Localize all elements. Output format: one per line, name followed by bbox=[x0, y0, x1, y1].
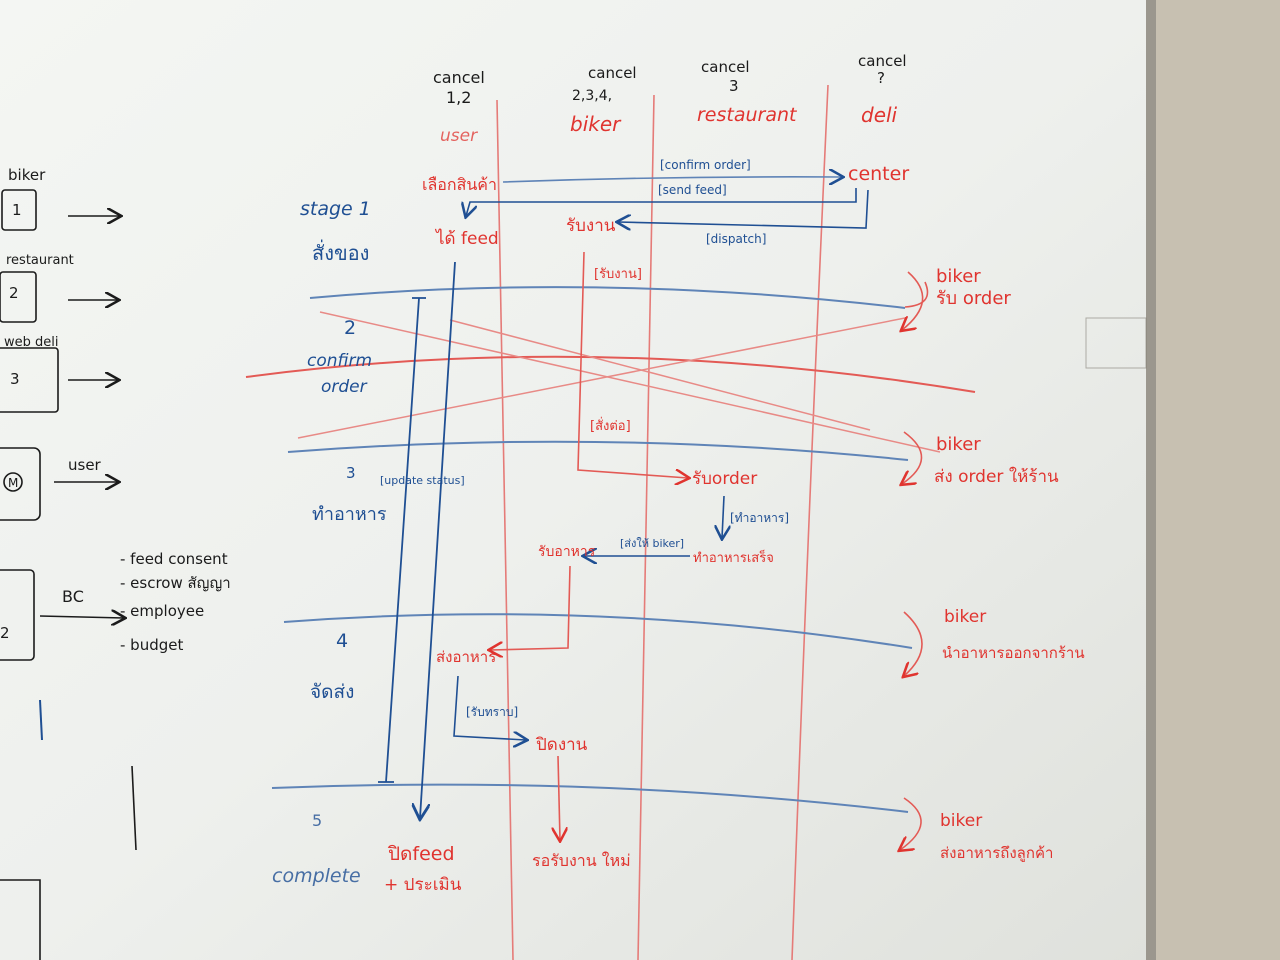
bc-num: 2 bbox=[0, 624, 10, 642]
lane-header-biker: cancel 2,3,4, biker bbox=[570, 64, 637, 136]
got-feed: ได้ feed bbox=[434, 228, 499, 249]
svg-text:biker: biker bbox=[570, 112, 622, 136]
deliver-to-customer: ส่งอาหาร bbox=[436, 648, 496, 666]
web-deli-actor: web deli bbox=[4, 335, 59, 350]
svg-text:2,3,4,: 2,3,4, bbox=[572, 88, 612, 104]
svg-text:ทำอาหาร: ทำอาหาร bbox=[312, 504, 387, 525]
stage-3: 3 ทำอาหาร bbox=[312, 464, 387, 525]
order-onward-tag: [สั่งต่อ] bbox=[590, 417, 631, 434]
dispatch-tag: [dispatch] bbox=[706, 232, 766, 246]
svg-text:2: 2 bbox=[344, 317, 356, 339]
svg-text:นำอาหารออกจากร้าน: นำอาหารออกจากร้าน bbox=[942, 644, 1085, 662]
bc-item-budget: - budget bbox=[120, 636, 183, 654]
left-panel bbox=[0, 189, 137, 960]
svg-text:5: 5 bbox=[312, 811, 322, 830]
center-node: center bbox=[848, 163, 909, 185]
wait-new-job: รอรับงาน ใหม่ bbox=[532, 851, 631, 870]
svg-text:restaurant: restaurant bbox=[697, 104, 798, 126]
stage-dividers bbox=[245, 286, 976, 813]
svg-text:รับ order: รับ order bbox=[936, 288, 1011, 309]
update-status-tag: [update status] bbox=[380, 474, 465, 487]
lane-header-user: cancel 1,2 user bbox=[433, 68, 485, 146]
biker-actor: biker bbox=[8, 166, 46, 184]
bc-item-feed-consent: - feed consent bbox=[120, 550, 228, 568]
svg-text:complete: complete bbox=[272, 865, 361, 887]
svg-text:3: 3 bbox=[346, 464, 356, 482]
svg-text:cancel: cancel bbox=[858, 52, 907, 70]
cross-lines bbox=[297, 311, 941, 453]
bc-label: BC bbox=[62, 587, 84, 606]
svg-text:1,2: 1,2 bbox=[446, 88, 471, 107]
web-deli-num: 3 bbox=[10, 370, 20, 388]
svg-text:cancel: cancel bbox=[588, 64, 637, 82]
stage-1: stage 1 สั่งของ bbox=[300, 198, 371, 265]
cooking-tag: [ทำอาหาร] bbox=[730, 511, 789, 525]
close-feed: ปิดfeed bbox=[387, 843, 454, 865]
svg-text:biker: biker bbox=[944, 607, 986, 627]
biker-actor-num: 1 bbox=[12, 201, 22, 219]
user-actor: user bbox=[68, 456, 102, 474]
user-icon: M bbox=[8, 476, 18, 490]
restaurant-actor: restaurant bbox=[6, 253, 74, 268]
svg-text:stage 1: stage 1 bbox=[300, 198, 371, 220]
board-surface bbox=[0, 0, 1150, 960]
send-feed-tag: [send feed] bbox=[658, 183, 727, 197]
select-product: เลือกสินค้า bbox=[422, 175, 497, 194]
close-job: ปิดงาน bbox=[535, 735, 588, 755]
stage-5: 5 complete bbox=[272, 811, 361, 887]
receive-order: รับorder bbox=[692, 469, 757, 489]
confirm-order-tag: [confirm order] bbox=[660, 158, 751, 172]
bc-item-employee: - employee bbox=[120, 602, 204, 620]
stage-2: 2 confirm order bbox=[307, 317, 372, 397]
lane-dividers bbox=[496, 84, 829, 960]
accept-job: รับงาน bbox=[566, 216, 616, 236]
svg-text:ส่งอาหารถึงลูกค้า: ส่งอาหารถึงลูกค้า bbox=[940, 844, 1053, 862]
svg-text:สั่งของ: สั่งของ bbox=[312, 239, 369, 265]
plus-rating: + ประเมิน bbox=[384, 875, 462, 895]
svg-text:user: user bbox=[440, 126, 478, 146]
biker-note-4: biker ส่งอาหารถึงลูกค้า bbox=[900, 797, 1053, 862]
svg-text:3: 3 bbox=[729, 77, 739, 95]
received-tag: [รับทราบ] bbox=[466, 705, 518, 719]
svg-text:biker: biker bbox=[940, 811, 982, 831]
notify-biker-tag: [ส่งให้ biker] bbox=[620, 537, 684, 550]
svg-text:จัดส่ง: จัดส่ง bbox=[310, 681, 354, 703]
svg-text:ส่ง order ให้ร้าน: ส่ง order ให้ร้าน bbox=[934, 466, 1059, 487]
svg-text:biker: biker bbox=[936, 266, 981, 287]
stage-4: 4 จัดส่ง bbox=[310, 630, 354, 703]
svg-text:biker: biker bbox=[936, 434, 981, 455]
pickup-food: รับอาหาร bbox=[538, 544, 596, 560]
svg-text:order: order bbox=[321, 377, 368, 397]
lane-header-restaurant: cancel 3 restaurant bbox=[697, 58, 798, 126]
svg-text:?: ? bbox=[877, 69, 885, 87]
svg-text:confirm: confirm bbox=[307, 351, 372, 371]
lane-header-deli: cancel ? deli bbox=[858, 52, 907, 127]
biker-note-3: biker นำอาหารออกจากร้าน bbox=[904, 607, 1085, 676]
biker-note-1: biker รับ order bbox=[902, 266, 1011, 330]
restaurant-actor-num: 2 bbox=[9, 284, 19, 302]
cook-done: ทำอาหารเสร็จ bbox=[693, 548, 774, 566]
accept-job-tag: [รับงาน] bbox=[594, 267, 642, 282]
bc-item-escrow: - escrow สัญญา bbox=[120, 574, 231, 592]
svg-text:cancel: cancel bbox=[701, 58, 750, 76]
svg-text:deli: deli bbox=[861, 103, 898, 127]
svg-text:4: 4 bbox=[336, 630, 348, 652]
biker-note-2: biker ส่ง order ให้ร้าน bbox=[902, 431, 1059, 487]
svg-text:cancel: cancel bbox=[433, 68, 485, 87]
